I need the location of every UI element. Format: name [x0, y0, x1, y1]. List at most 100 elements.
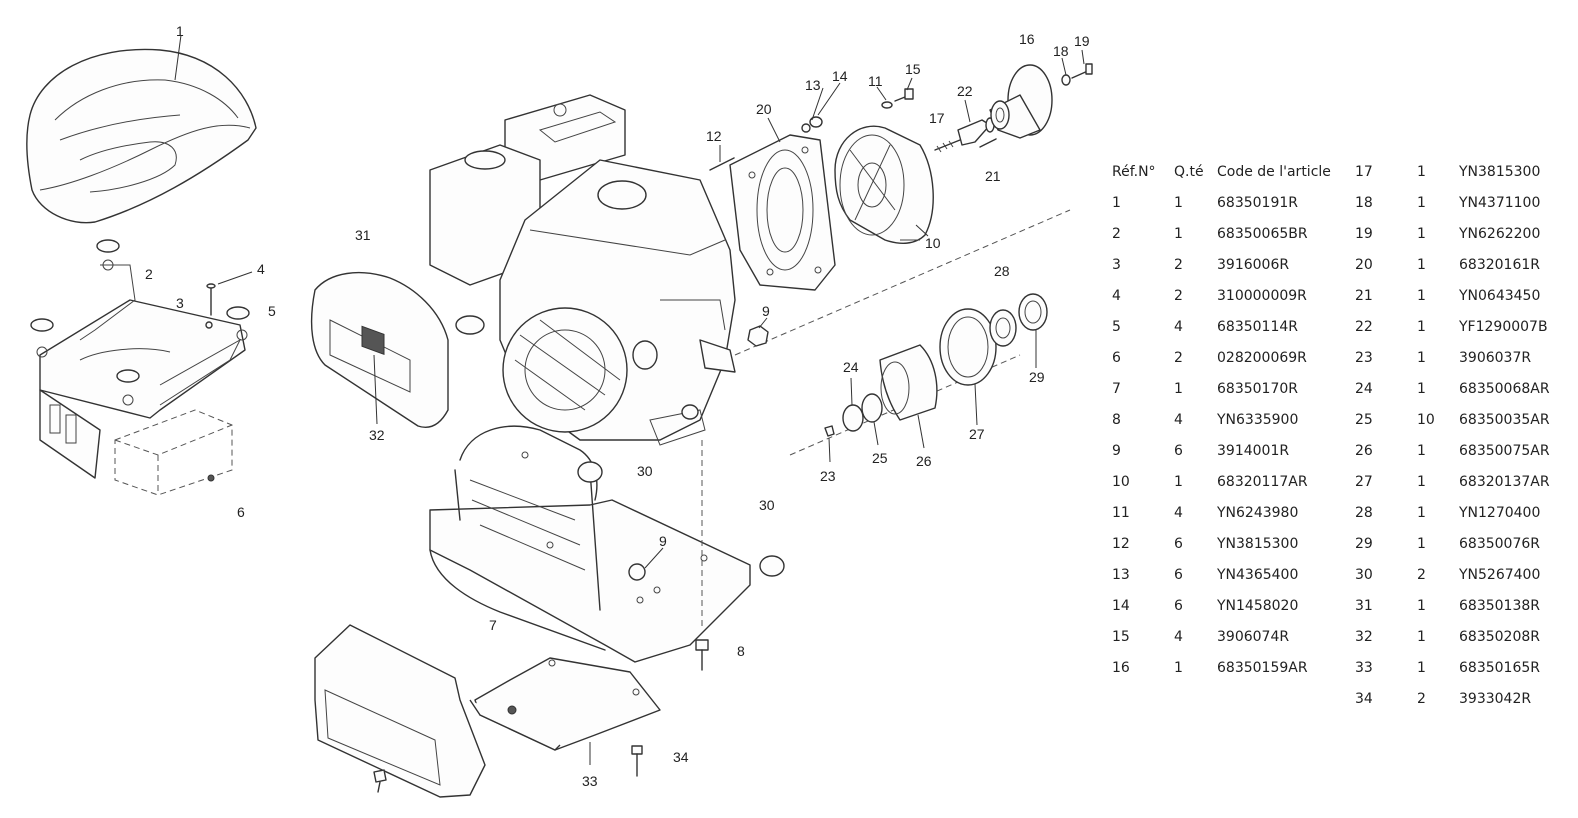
callout-25: 25: [872, 450, 888, 466]
cell-qty: 1: [1174, 225, 1183, 242]
cell-code: YN6262200: [1459, 225, 1541, 242]
leader-lines: [174, 34, 1085, 765]
cell-ref: 19: [1355, 225, 1373, 242]
cell-ref: 8: [1112, 411, 1121, 428]
part-8-bolt: [695, 440, 709, 671]
cell-ref: 7: [1112, 380, 1121, 397]
part-28-bearing: [989, 309, 1017, 347]
cell-ref: 16: [1112, 659, 1130, 676]
callout-4: 4: [257, 261, 265, 277]
cell-ref: 27: [1355, 473, 1373, 490]
callout-17: 17: [929, 110, 945, 126]
cell-qty: 1: [1417, 194, 1426, 211]
part-34-guard: [314, 624, 486, 798]
cell-ref: 15: [1112, 628, 1130, 645]
part-14-washer: [809, 116, 823, 128]
cell-code: YN6243980: [1217, 504, 1299, 521]
cell-qty: 1: [1417, 318, 1426, 335]
cell-qty: 1: [1174, 380, 1183, 397]
cell-code: 68350159AR: [1217, 659, 1308, 676]
part-26-drum: [879, 344, 938, 421]
cell-ref: 13: [1112, 566, 1130, 583]
cell-ref: 34: [1355, 690, 1373, 707]
cell-code: 3933042R: [1459, 690, 1532, 707]
cell-code: YN0643450: [1459, 287, 1541, 304]
cell-qty: 6: [1174, 566, 1183, 583]
part-21-key: [979, 138, 997, 148]
header-ref: Réf.N°: [1112, 163, 1156, 180]
cell-code: 68350065BR: [1217, 225, 1308, 242]
part-17-shaft: [934, 139, 961, 153]
part-10-housing: [834, 125, 934, 244]
callout-16: 16: [1019, 31, 1035, 47]
cell-code: 68320137AR: [1459, 473, 1550, 490]
callout-30-left: 30: [637, 463, 653, 479]
cell-qty: 1: [1417, 628, 1426, 645]
cell-qty: 1: [1417, 535, 1426, 552]
cell-qty: 4: [1174, 411, 1183, 428]
part-2-bracket: [30, 239, 250, 479]
cell-ref: 14: [1112, 597, 1130, 614]
cell-qty: 1: [1417, 287, 1426, 304]
cell-code: 68350208R: [1459, 628, 1540, 645]
part-27-ring: [939, 308, 997, 386]
part-20-flange: [729, 134, 836, 291]
cell-qty: 1: [1417, 225, 1426, 242]
part-9-nut: [747, 325, 769, 347]
callout-11: 11: [868, 73, 883, 89]
cell-code: 3906074R: [1217, 628, 1290, 645]
cell-code: 68350114R: [1217, 318, 1298, 335]
cell-ref: 1: [1112, 194, 1121, 211]
callout-12: 12: [706, 128, 722, 144]
callout-34: 34: [673, 749, 689, 765]
cell-ref: 26: [1355, 442, 1373, 459]
cell-code: 68350035AR: [1459, 411, 1550, 428]
callout-26: 26: [916, 453, 932, 469]
cell-code: YN1458020: [1217, 597, 1299, 614]
cell-qty: 1: [1174, 473, 1183, 490]
cell-qty: 1: [1417, 473, 1426, 490]
cell-qty: 1: [1417, 349, 1426, 366]
callout-27: 27: [969, 426, 985, 442]
cell-ref: 24: [1355, 380, 1373, 397]
part-30-plug-right: [759, 555, 785, 577]
cell-code: YN4365400: [1217, 566, 1299, 583]
cell-code: 68350191R: [1217, 194, 1298, 211]
cell-qty: 2: [1174, 287, 1183, 304]
cell-ref: 25: [1355, 411, 1373, 428]
part-16-impeller: [989, 64, 1053, 139]
cell-ref: 32: [1355, 628, 1373, 645]
cell-code: 68350138R: [1459, 597, 1540, 614]
callout-14: 14: [832, 68, 848, 84]
cell-code: 68350165R: [1459, 659, 1540, 676]
cell-qty: 1: [1417, 659, 1426, 676]
cell-qty: 1: [1417, 504, 1426, 521]
callout-18: 18: [1053, 43, 1069, 59]
cell-code: YF1290007B: [1459, 318, 1548, 335]
part-23-screw: [824, 425, 835, 437]
callout-21: 21: [985, 168, 1001, 184]
cell-code: 3906037R: [1459, 349, 1532, 366]
cell-code: 68350068AR: [1459, 380, 1550, 397]
callout-33: 33: [582, 773, 598, 789]
cell-qty: 6: [1174, 442, 1183, 459]
cell-qty: 10: [1417, 411, 1435, 428]
cell-qty: 4: [1174, 628, 1183, 645]
cell-empty: [1217, 714, 1355, 745]
cell-ref: 6: [1112, 349, 1121, 366]
header-ref-2: 17: [1355, 163, 1373, 180]
callout-10: 10: [925, 235, 941, 251]
part-1-cover: [26, 48, 257, 224]
callout-30-right: 30: [759, 497, 775, 513]
cell-ref: 31: [1355, 597, 1373, 614]
cell-ref: 18: [1355, 194, 1373, 211]
cell-ref: 11: [1112, 504, 1130, 521]
callout-1: 1: [176, 23, 184, 39]
callout-3: 3: [176, 295, 184, 311]
part-4-bolt: [206, 271, 253, 316]
cell-ref: 30: [1355, 566, 1373, 583]
table-header-row: Réf.N° Q.té Code de l'article 17 1 YN381…: [1112, 156, 1577, 187]
